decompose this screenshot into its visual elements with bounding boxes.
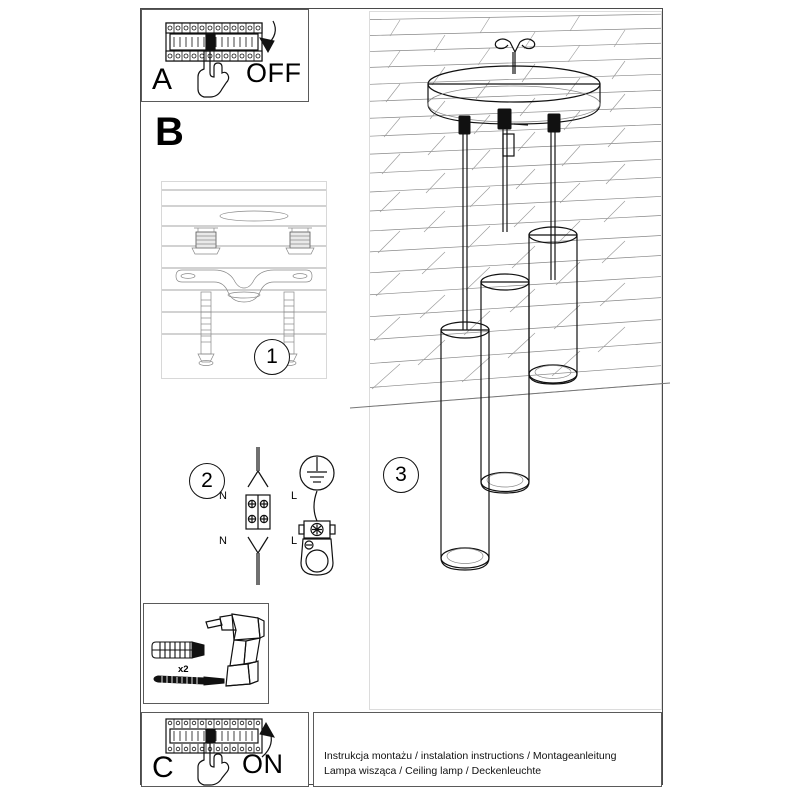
pendant-tube-middle: [480, 273, 530, 494]
pendant-tube-left: [440, 321, 490, 571]
tools-panel: x2: [143, 603, 269, 704]
step-2-number: 2: [189, 463, 225, 499]
power-drill-icon: [205, 613, 265, 687]
screw-icon: [153, 675, 225, 686]
step-1-number: 1: [254, 339, 290, 375]
terminal-label-n-bottom: N: [219, 535, 227, 547]
screw-left: [197, 291, 215, 366]
mounting-bracket: [175, 269, 313, 303]
caption-line-1: Instrukcja montażu / instalation instruc…: [324, 750, 617, 762]
terminal-block-icon: [245, 447, 271, 585]
caption-panel: Instrukcja montażu / instalation instruc…: [313, 712, 662, 787]
terminal-label-l-top: L: [291, 490, 298, 502]
tools-icon: [151, 613, 265, 687]
step-2-group: 2: [189, 447, 349, 587]
panel-a-action-label: OFF: [246, 58, 302, 88]
arrow-up-icon: [259, 721, 275, 758]
cable-grips: [458, 108, 561, 157]
ceiling-hook: [494, 38, 536, 74]
caption-line-2: Lampa wisząca / Ceiling lamp / Deckenleu…: [324, 765, 542, 777]
arrow-down-icon: [259, 20, 276, 54]
step-3-number: 3: [383, 457, 419, 493]
tools-quantity-label: x2: [178, 664, 189, 675]
suspension-cables: [462, 129, 556, 330]
panel-b-letter: B: [155, 110, 184, 154]
ceiling-bracket-icon: [162, 189, 326, 366]
panel-c-switch-on: C ON: [141, 712, 309, 787]
panel-a-switch-off: A OFF: [141, 9, 309, 102]
circuit-breaker-panel-icon: [165, 22, 263, 98]
panel-a-letter: A: [152, 63, 173, 96]
panel-c-action-label: ON: [242, 749, 284, 779]
sheet-frame: A OFF: [140, 8, 671, 787]
ceiling-pattern: [349, 13, 671, 409]
wall-plug-left: [191, 227, 221, 255]
earth-ground-symbol: [299, 455, 335, 491]
wall-plug-icon: [151, 641, 205, 659]
terminal-label-l-bottom: L: [291, 535, 298, 547]
circuit-breaker-panel-icon: [165, 718, 263, 786]
terminal-label-n-top: N: [219, 490, 227, 502]
wall-plug-right: [285, 227, 315, 255]
panel-c-letter: C: [152, 751, 174, 784]
main-illustration-panel: 3: [349, 11, 671, 710]
earth-ground-clamp-icon: [298, 455, 336, 576]
ground-terminal: [298, 520, 336, 576]
three-tube-pendant-lamp-illustration: [349, 13, 671, 571]
step-1-panel: 1: [161, 181, 327, 379]
